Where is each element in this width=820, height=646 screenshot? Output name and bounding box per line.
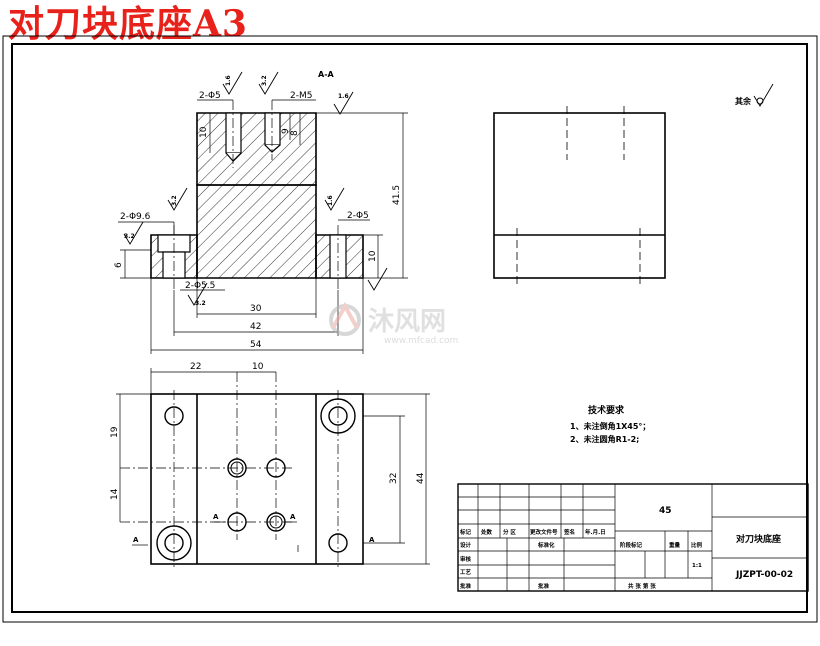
dim-h19: 19 xyxy=(110,426,120,438)
dim-hole-top-left: 2-Φ5 xyxy=(199,91,221,101)
label-sign: 签名 xyxy=(563,528,575,536)
section-mark-1: A xyxy=(133,536,139,544)
label-count: 处数 xyxy=(480,528,493,536)
dim-w42: 42 xyxy=(250,322,261,332)
dim-counterbore: 2-Φ9.6 xyxy=(120,212,151,222)
tech-req-line-1: 1、未注倒角1X45°； xyxy=(570,421,650,432)
watermark-brand: 沐风网 xyxy=(368,307,446,337)
drawing-number: JJZPT-00-02 xyxy=(735,570,793,580)
dim-depth-9: 9 xyxy=(281,128,291,134)
label-craft: 工艺 xyxy=(460,568,472,576)
section-label: A-A xyxy=(318,70,335,79)
dim-left-6: 6 xyxy=(114,262,124,268)
dim-hole-side: 2-Φ5 xyxy=(347,211,369,221)
dim-hole-top-right: 2-M5 xyxy=(290,91,312,101)
watermark: 沐风网 www.mfcad.com xyxy=(329,301,458,346)
dim-right-10: 10 xyxy=(368,250,378,262)
dim-depth-8: 8 xyxy=(290,130,300,136)
dim-w22: 22 xyxy=(190,362,201,372)
dim-h32: 32 xyxy=(389,473,399,484)
dim-h14: 14 xyxy=(110,488,120,500)
roughness-2: 3.2 xyxy=(261,75,268,86)
dim-w54: 54 xyxy=(250,340,262,350)
label-weight: 重量 xyxy=(669,541,681,549)
roughness-general-label: 其余 xyxy=(735,96,752,106)
roughness-6: 1.6 xyxy=(327,195,334,206)
part-name: 对刀块底座 xyxy=(736,533,781,545)
outer-frame xyxy=(2,35,818,623)
label-approve-2: 批准 xyxy=(538,582,550,590)
section-mark-4: A xyxy=(369,536,375,544)
label-check: 审核 xyxy=(460,555,472,563)
section-mark-2: A xyxy=(213,513,219,521)
label-zone: 分 区 xyxy=(503,528,516,536)
dim-thru-hole: 2-Φ5.5 xyxy=(185,281,215,291)
label-mark: 标记 xyxy=(459,528,472,536)
tech-req-line-2: 2、未注圆角R1-2; xyxy=(570,434,639,444)
dim-height-total: 41.5 xyxy=(392,185,402,205)
roughness-3: 1.6 xyxy=(338,93,349,100)
roughness-4: 3.2 xyxy=(171,195,178,206)
label-ratio: 1:1 xyxy=(692,563,702,569)
label-sheets: 共 张 第 张 xyxy=(628,582,656,590)
roughness-7: 3.2 xyxy=(195,300,206,307)
watermark-url: www.mfcad.com xyxy=(384,336,458,346)
title-block xyxy=(457,483,809,592)
plan-view xyxy=(116,368,430,568)
side-view xyxy=(493,106,666,285)
label-design: 设计 xyxy=(460,541,472,549)
front-section-view xyxy=(118,71,774,354)
label-stage: 阶段标记 xyxy=(620,541,643,549)
dim-depth-10: 10 xyxy=(199,126,209,138)
label-approve: 批准 xyxy=(460,582,472,590)
dim-w30: 30 xyxy=(250,304,262,314)
tech-req-heading: 技术要求 xyxy=(588,404,625,416)
dim-h44: 44 xyxy=(416,472,426,484)
roughness-1: 1.6 xyxy=(225,75,232,86)
watermark-logo-icon xyxy=(329,301,361,336)
label-scale: 比例 xyxy=(691,541,703,549)
material: 45 xyxy=(659,506,672,516)
section-mark-3: A xyxy=(290,513,296,521)
drawing-title: 对刀块底座A3 xyxy=(8,3,248,45)
label-change-doc: 更改文件号 xyxy=(530,528,558,536)
inner-frame xyxy=(11,43,808,613)
roughness-5: 3.2 xyxy=(124,233,135,240)
label-date: 年.月.日 xyxy=(585,528,606,536)
dim-w10: 10 xyxy=(252,362,264,372)
label-standardize: 标准化 xyxy=(537,541,555,549)
